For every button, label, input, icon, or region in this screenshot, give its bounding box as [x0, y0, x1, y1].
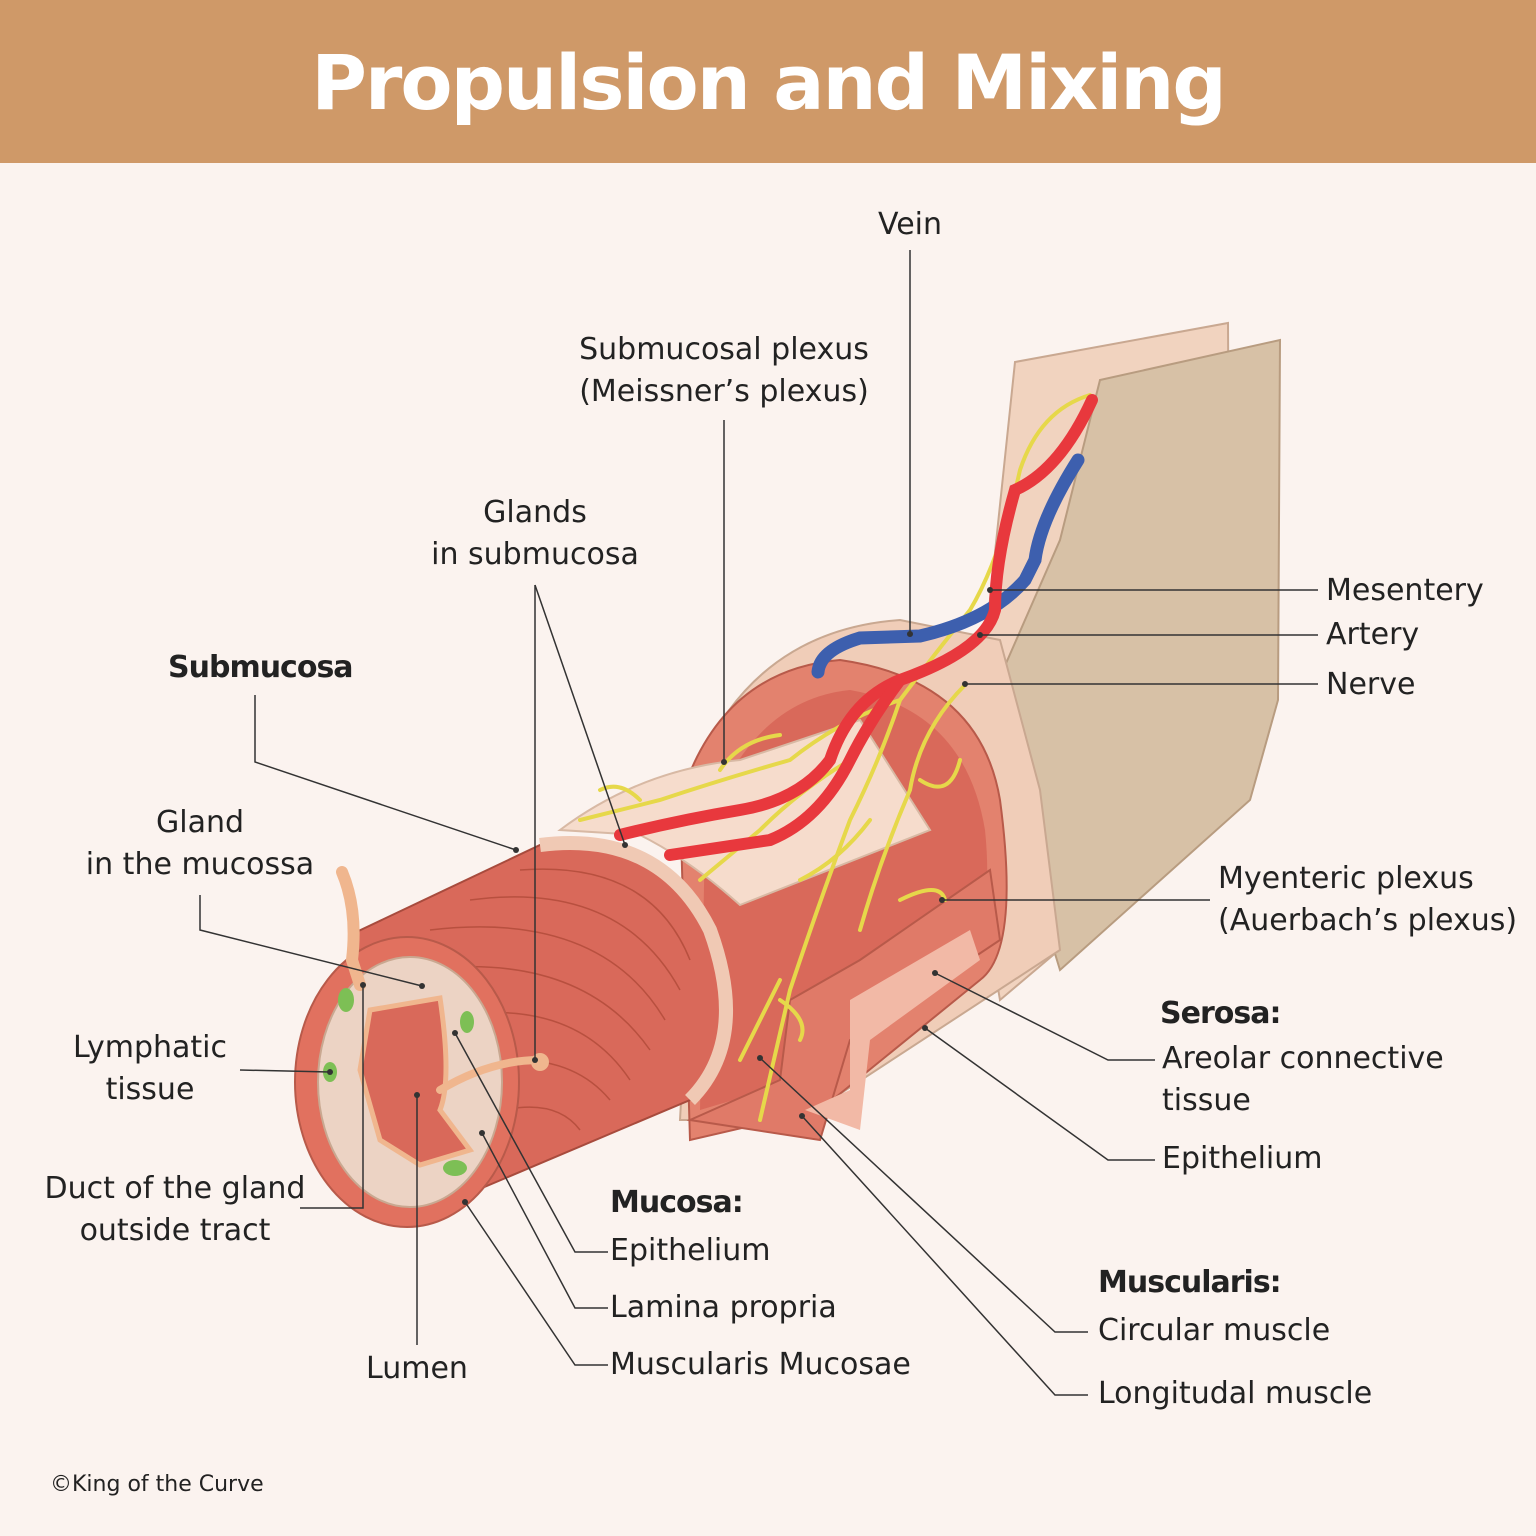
label-mesentery: Mesentery: [1326, 573, 1484, 608]
label-circular-muscle: Circular muscle: [1098, 1313, 1331, 1348]
label-muscularis-mucosae: Muscularis Mucosae: [610, 1347, 911, 1382]
label-submucosal-plexus: Submucosal plexus (Meissner’s plexus): [579, 332, 869, 409]
label-mucosa-epithelium: Epithelium: [610, 1233, 771, 1268]
label-muscularis-header: Muscularis:: [1098, 1265, 1282, 1300]
copyright-text: ©King of the Curve: [50, 1472, 264, 1497]
label-myenteric-plexus: Myenteric plexus (Auerbach’s plexus): [1218, 861, 1518, 938]
label-serosa-epithelium: Epithelium: [1162, 1141, 1323, 1176]
blood-vessels: [614, 394, 1098, 861]
label-areolar-tissue: Areolar connective tissue: [1162, 1041, 1444, 1118]
label-longitudal-muscle: Longitudal muscle: [1098, 1376, 1373, 1411]
lymph-nodule: [460, 1011, 474, 1033]
label-lumen: Lumen: [366, 1351, 468, 1386]
label-nerve: Nerve: [1326, 667, 1416, 702]
label-glands-submucosa: Glands in submucosa: [431, 495, 639, 572]
label-lymphatic-tissue: Lymphatic tissue: [73, 1030, 227, 1107]
diagram-title: Propulsion and Mixing: [311, 38, 1227, 127]
label-gland-mucossa: Gland in the mucossa: [85, 805, 315, 882]
gland-duct: [336, 866, 366, 991]
label-duct: Duct of the gland outside tract: [44, 1171, 306, 1248]
cross-section: [294, 866, 549, 1228]
label-submucosa: Submucosa: [168, 650, 354, 685]
label-lamina-propria: Lamina propria: [610, 1290, 837, 1325]
leader-lines: [199, 250, 1318, 1396]
lymph-nodule: [338, 988, 354, 1012]
leader-dots: [327, 587, 993, 1205]
lymph-nodule: [443, 1160, 467, 1176]
label-vein: Vein: [878, 207, 942, 242]
title-banner: Propulsion and Mixing: [0, 0, 1536, 163]
muscularis-steps: [686, 868, 1002, 1142]
label-artery: Artery: [1326, 617, 1420, 652]
label-serosa-header: Serosa:: [1160, 996, 1281, 1031]
label-mucosa-header: Mucosa:: [610, 1185, 744, 1220]
